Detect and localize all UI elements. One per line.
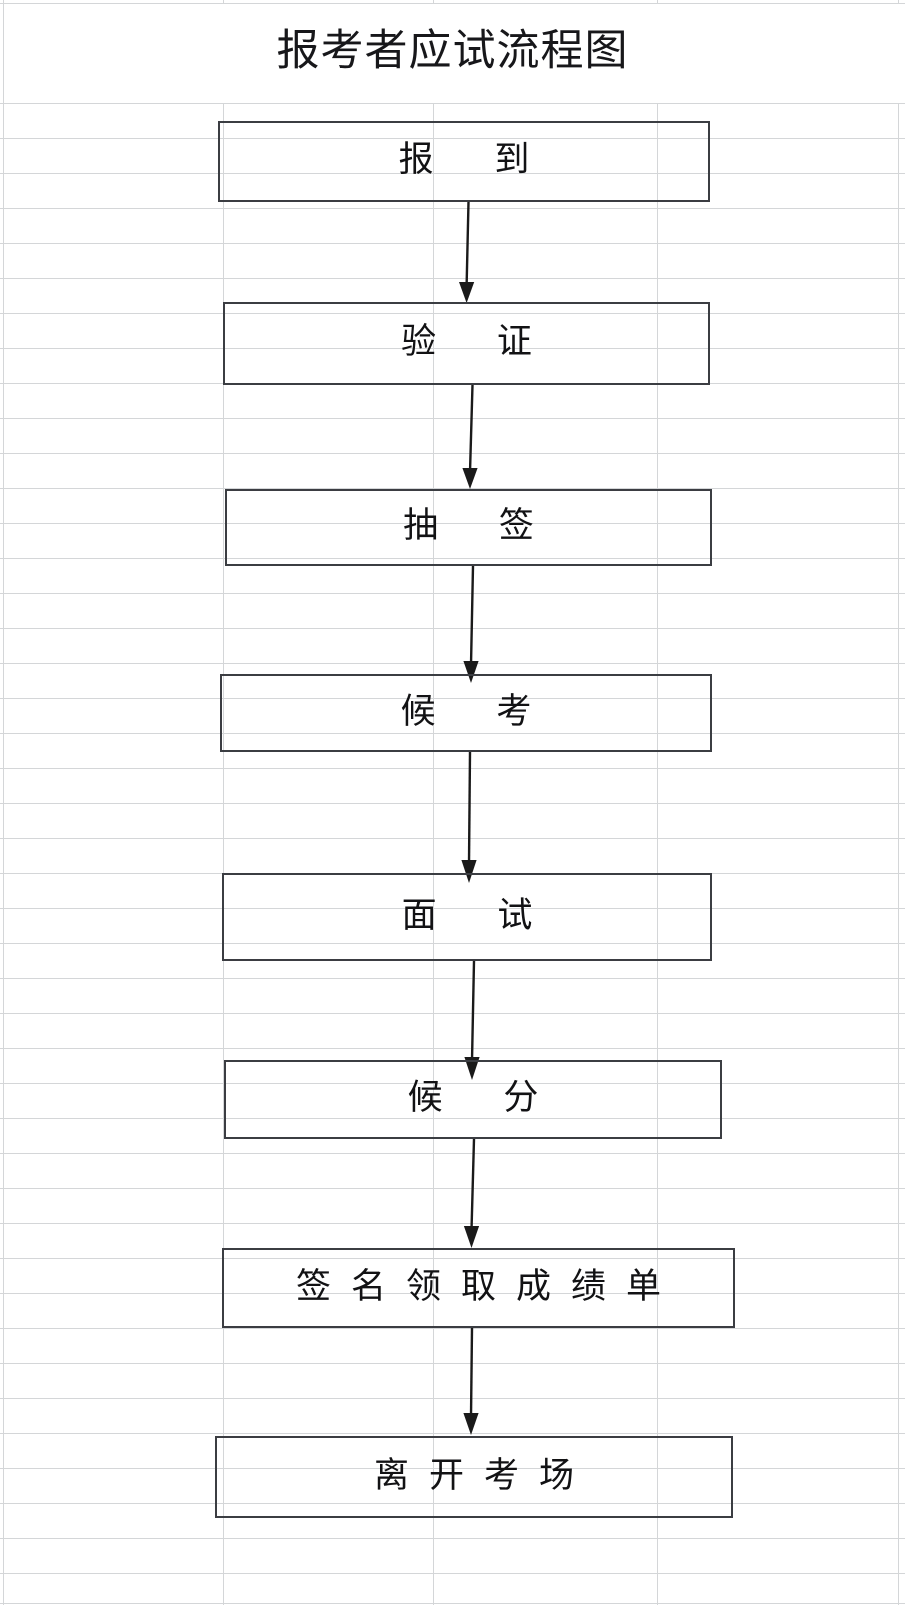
flow-node-yanzheng[interactable]: 验 证 [223, 302, 710, 385]
flow-node-label: 候 分 [407, 1078, 565, 1117]
flow-node-houfen[interactable]: 候 分 [224, 1060, 722, 1139]
flow-node-likai-kaochang[interactable]: 离开考场 [215, 1436, 733, 1518]
flow-node-label: 签名领取成绩单 [295, 1266, 681, 1306]
flow-arrow-2 [450, 385, 490, 490]
flow-arrow-3 [450, 566, 490, 684]
flow-node-label: 面 试 [401, 895, 559, 935]
flow-arrow-5 [450, 961, 490, 1081]
flow-node-label: 验 证 [401, 322, 558, 361]
flow-node-houkao[interactable]: 候 考 [220, 674, 712, 752]
flow-node-baodao[interactable]: 报 到 [218, 121, 710, 202]
flow-node-chouqian[interactable]: 抽 签 [225, 489, 712, 566]
flow-node-label: 离开考场 [373, 1455, 594, 1495]
flow-arrow-7 [450, 1328, 490, 1436]
page-title: 报考者应试流程图 [276, 28, 629, 75]
flow-arrow-1 [450, 202, 490, 304]
flow-arrow-6 [450, 1139, 490, 1249]
flow-node-label: 候 考 [400, 691, 558, 731]
flow-arrow-4 [450, 752, 490, 884]
flow-node-mianshi[interactable]: 面 试 [222, 873, 712, 961]
flow-node-qianming-lingqu-chengjidan[interactable]: 签名领取成绩单 [222, 1248, 735, 1328]
flow-node-label: 抽 签 [403, 506, 560, 545]
flow-node-label: 报 到 [398, 140, 556, 179]
